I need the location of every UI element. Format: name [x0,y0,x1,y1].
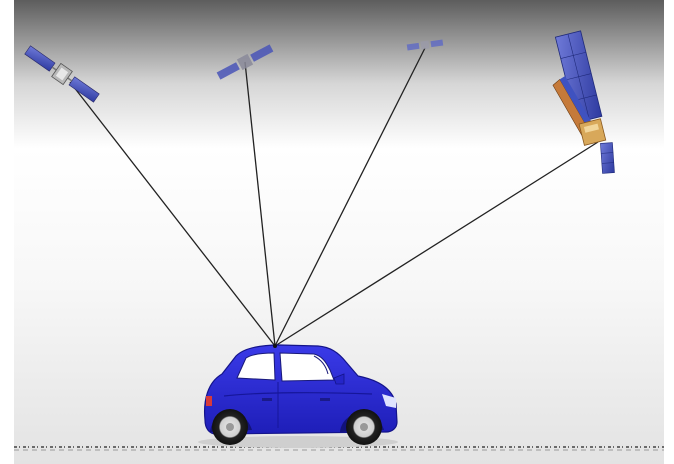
right-border [664,0,674,464]
rear-wheel [212,409,248,445]
left-border [0,0,14,464]
front-wheel [346,409,382,445]
